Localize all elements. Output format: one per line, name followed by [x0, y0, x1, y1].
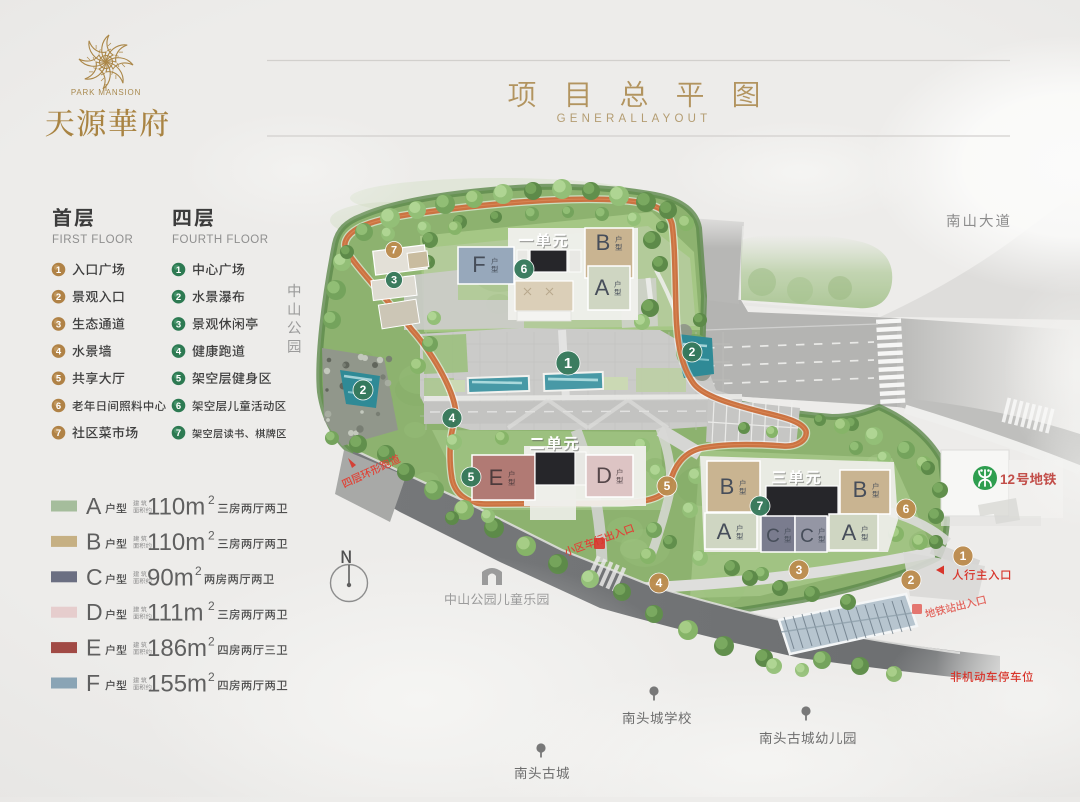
- svg-text:7: 7: [56, 428, 61, 439]
- svg-text:A: A: [842, 520, 857, 545]
- svg-text:2: 2: [908, 573, 915, 587]
- svg-text:1: 1: [564, 355, 572, 372]
- svg-text:6: 6: [903, 502, 910, 516]
- svg-text:B: B: [86, 528, 101, 554]
- svg-text:5: 5: [56, 374, 62, 385]
- svg-text:110m: 110m: [147, 529, 205, 556]
- svg-text:6: 6: [521, 262, 528, 276]
- svg-text:4: 4: [656, 576, 663, 590]
- svg-text:4: 4: [449, 411, 456, 425]
- svg-text:2: 2: [360, 383, 367, 397]
- svg-text:FIRST FLOOR: FIRST FLOOR: [52, 234, 133, 246]
- svg-text:2: 2: [208, 493, 215, 507]
- svg-text:111m: 111m: [147, 600, 203, 627]
- svg-text:E: E: [489, 465, 504, 490]
- svg-text:4: 4: [176, 347, 182, 358]
- svg-text:4: 4: [56, 347, 62, 358]
- svg-text:F: F: [472, 252, 485, 277]
- svg-text:1: 1: [176, 265, 182, 276]
- svg-text:A: A: [717, 519, 732, 544]
- svg-text:C: C: [86, 564, 103, 590]
- svg-text:FOURTH FLOOR: FOURTH FLOOR: [172, 234, 269, 246]
- svg-text:D: D: [86, 599, 103, 625]
- svg-text:2: 2: [208, 670, 215, 684]
- svg-text:1: 1: [960, 549, 967, 563]
- svg-text:D: D: [596, 463, 612, 488]
- svg-text:2: 2: [195, 564, 202, 578]
- svg-text:5: 5: [468, 470, 475, 484]
- svg-text:2: 2: [208, 528, 215, 542]
- svg-text:2: 2: [56, 292, 61, 303]
- svg-text:2: 2: [208, 599, 215, 613]
- svg-text:6: 6: [56, 401, 61, 412]
- svg-text:B: B: [720, 474, 735, 499]
- svg-text:5: 5: [664, 479, 671, 493]
- svg-text:12: 12: [1000, 472, 1015, 487]
- svg-text:A: A: [86, 493, 102, 519]
- svg-text:90m: 90m: [147, 564, 194, 591]
- svg-text:PARK MANSION: PARK MANSION: [71, 88, 141, 97]
- svg-text:2: 2: [208, 635, 215, 649]
- svg-text:C: C: [800, 526, 814, 547]
- svg-text:B: B: [853, 477, 868, 502]
- svg-text:110m: 110m: [147, 494, 205, 521]
- svg-text:6: 6: [176, 401, 181, 412]
- svg-text:A: A: [595, 275, 610, 300]
- svg-text:2: 2: [689, 345, 696, 359]
- svg-text:GENERALLAYOUT: GENERALLAYOUT: [557, 113, 712, 125]
- svg-text:3: 3: [391, 275, 397, 287]
- svg-text:7: 7: [391, 245, 397, 257]
- svg-text:E: E: [86, 635, 101, 661]
- svg-text:5: 5: [176, 374, 182, 385]
- svg-text:F: F: [86, 670, 100, 696]
- svg-text:7: 7: [176, 428, 181, 439]
- svg-text:2: 2: [176, 292, 181, 303]
- svg-text:3: 3: [176, 319, 181, 330]
- svg-text:7: 7: [757, 499, 764, 513]
- svg-text:B: B: [596, 230, 611, 255]
- svg-text:1: 1: [56, 265, 62, 276]
- svg-text:155m: 155m: [147, 671, 207, 698]
- svg-text:3: 3: [56, 319, 61, 330]
- svg-text:186m: 186m: [147, 635, 207, 662]
- svg-text:3: 3: [796, 563, 803, 577]
- svg-text:C: C: [766, 526, 780, 547]
